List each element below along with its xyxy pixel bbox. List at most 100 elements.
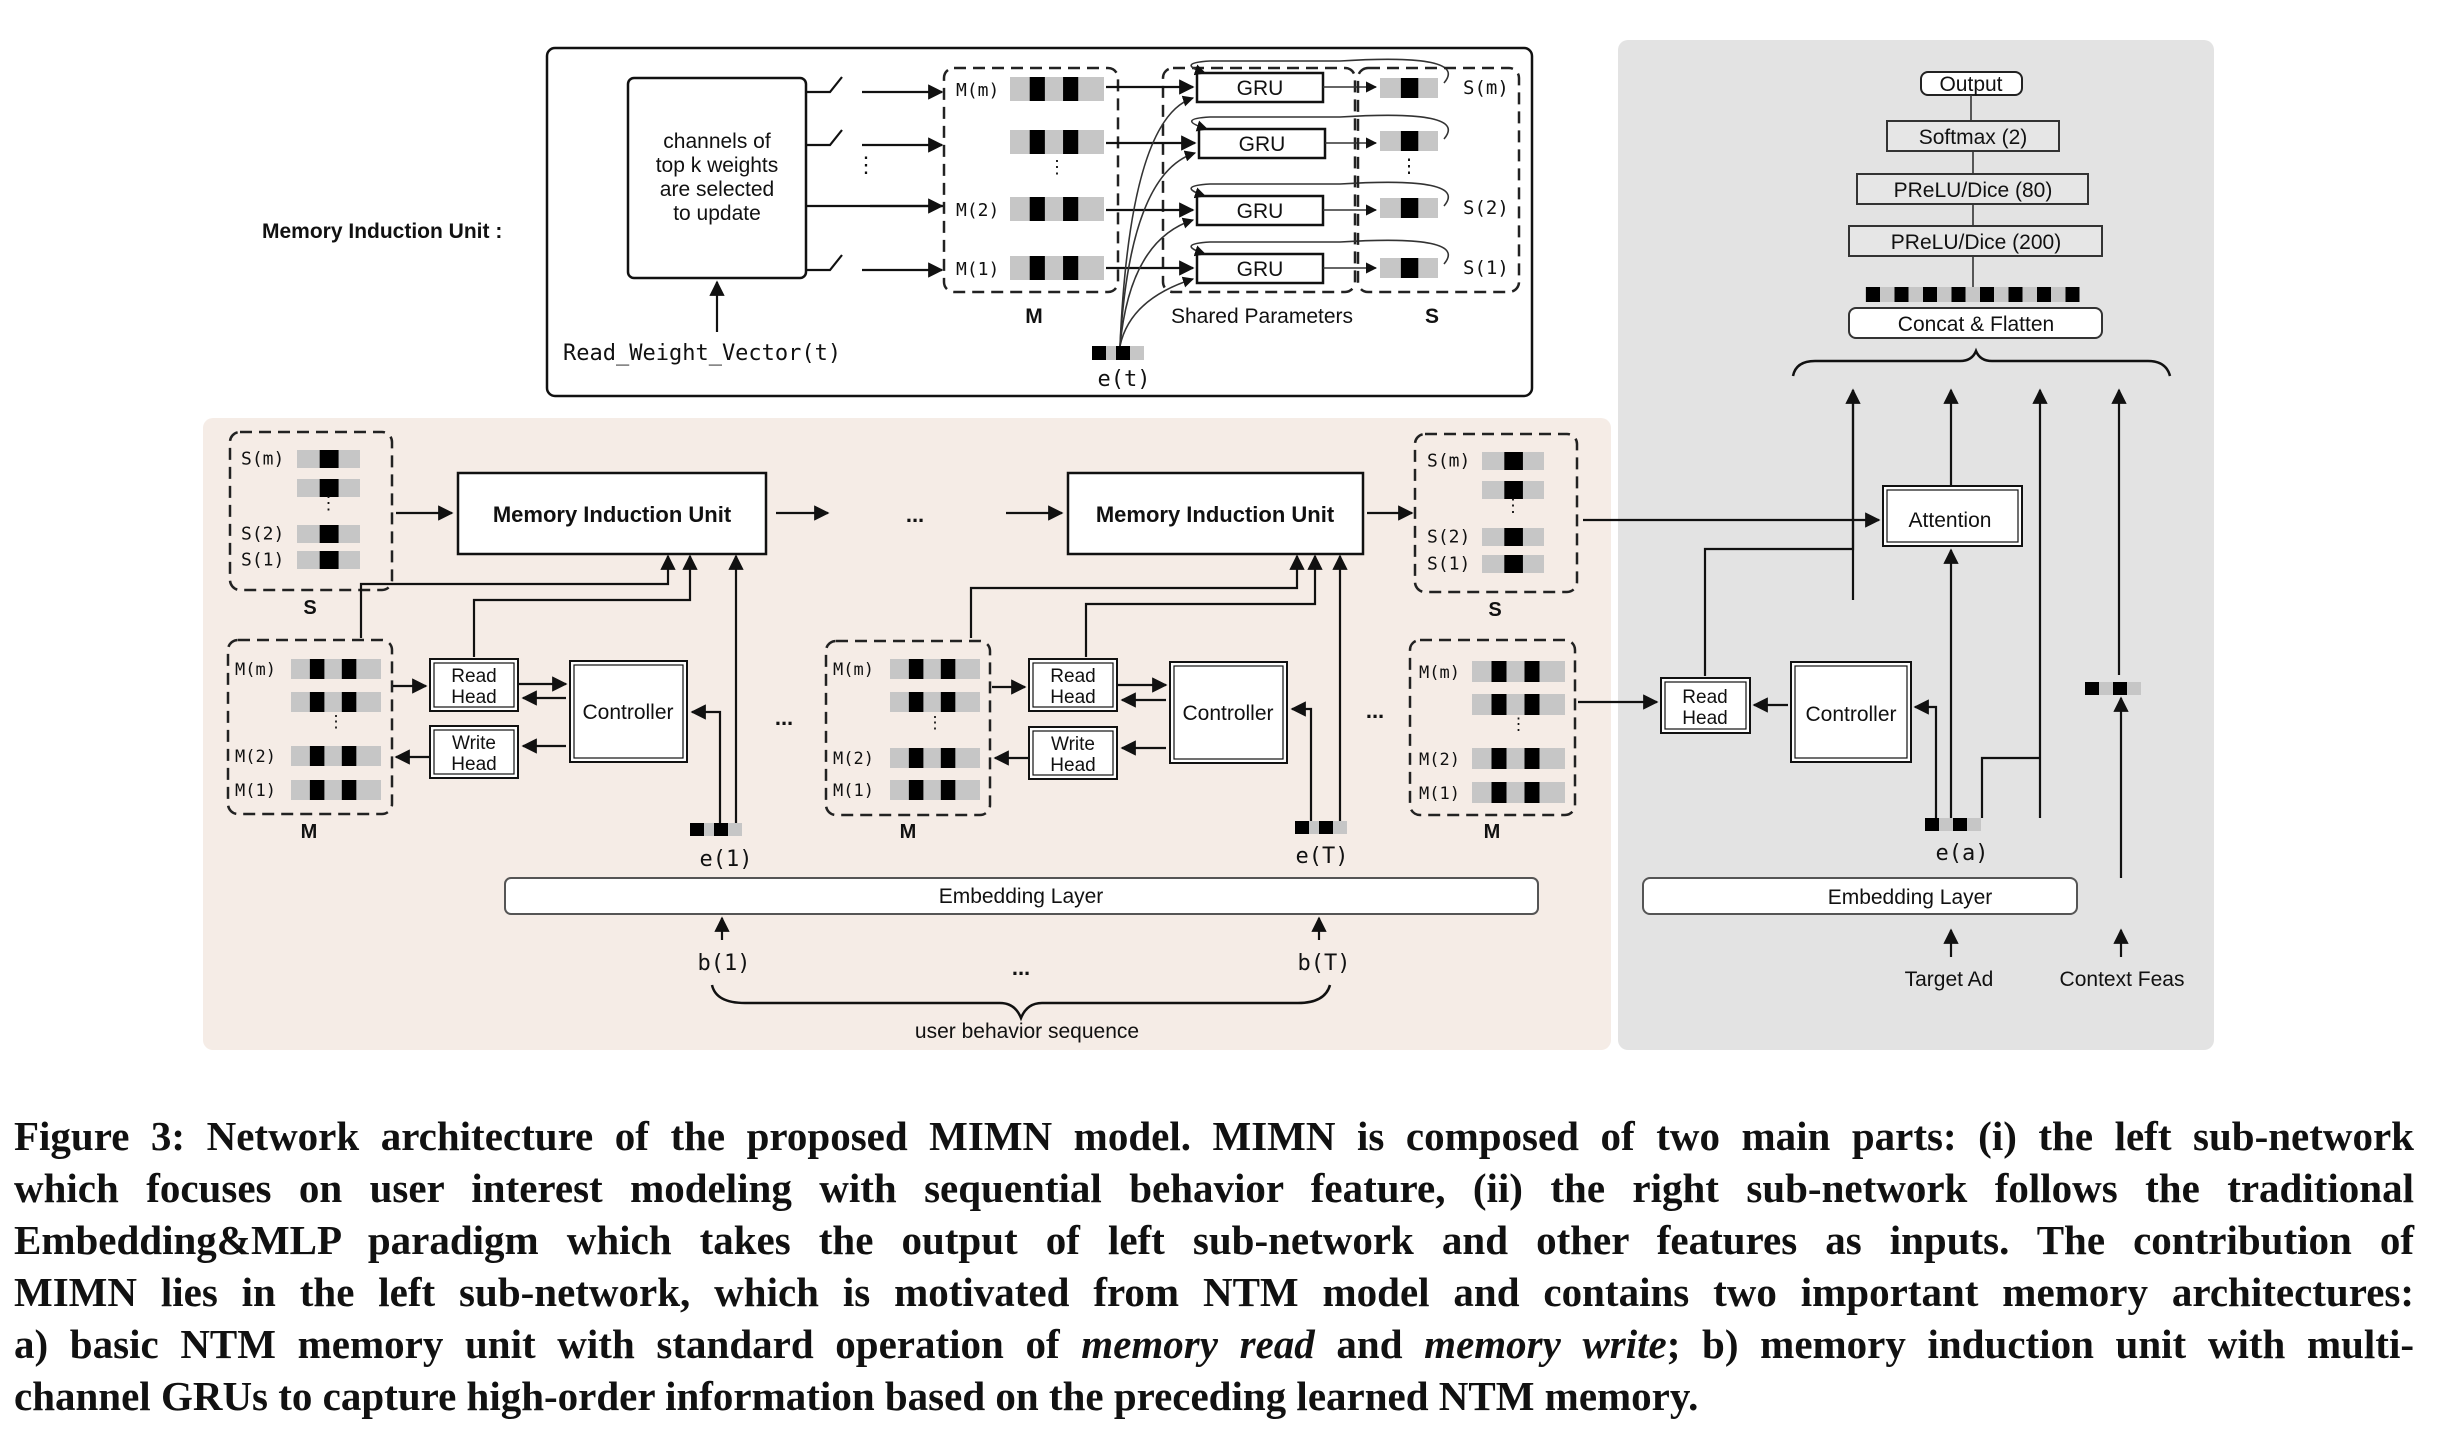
svg-text:Head: Head bbox=[451, 754, 496, 775]
vector-row: M(2) bbox=[833, 748, 980, 769]
row-label: M(2) bbox=[235, 747, 276, 767]
row-label: S(1) bbox=[1463, 257, 1509, 279]
row-label: M(2) bbox=[956, 200, 999, 221]
vector-row bbox=[1010, 130, 1104, 154]
flattened-vector bbox=[1865, 287, 2080, 302]
svg-text:Read: Read bbox=[1682, 687, 1727, 708]
svg-text:Output: Output bbox=[1939, 73, 2002, 96]
svg-text:GRU: GRU bbox=[1237, 77, 1284, 100]
vector-row: S(1) bbox=[241, 549, 360, 570]
svg-text:⋮: ⋮ bbox=[855, 152, 877, 177]
miu-detail-label: Memory Induction Unit : bbox=[262, 220, 502, 243]
selector-text-line: top k weights bbox=[656, 154, 779, 177]
vector-row: S(2) bbox=[241, 523, 360, 544]
miu-memory-group-label: M bbox=[1025, 305, 1043, 328]
vector-row bbox=[297, 479, 360, 497]
gru-cell: GRU bbox=[1106, 239, 1450, 285]
vdots: ⋮ bbox=[1510, 714, 1527, 733]
context-embedding bbox=[2085, 682, 2141, 695]
vector-row bbox=[1380, 131, 1438, 151]
vdots: ⋮ bbox=[320, 493, 338, 513]
svg-text:Controller: Controller bbox=[1182, 702, 1273, 725]
vector-row: S(m) bbox=[241, 448, 360, 469]
controller-box-right bbox=[1790, 661, 1912, 763]
miu-box-1 bbox=[456, 471, 768, 556]
vector-row: S(m) bbox=[1427, 450, 1544, 471]
row-label: S(m) bbox=[241, 448, 284, 469]
behavior-b1: b(1) bbox=[698, 951, 751, 976]
svg-text:Embedding Layer: Embedding Layer bbox=[1828, 886, 1993, 909]
svg-text:...: ... bbox=[775, 705, 793, 730]
ntm-unit-2: Read Head Write Head Controller bbox=[969, 554, 1348, 832]
svg-text:Head: Head bbox=[1050, 755, 1095, 776]
svg-text:GRU: GRU bbox=[1239, 133, 1286, 156]
attention-box bbox=[1882, 485, 2023, 547]
svg-text:Controller: Controller bbox=[1805, 703, 1896, 726]
input-arc bbox=[1119, 217, 1195, 347]
vector-cell bbox=[1980, 287, 1994, 302]
vector-cell bbox=[1923, 287, 1937, 302]
input-arc bbox=[1119, 150, 1197, 347]
gru-cell: GRU bbox=[1106, 58, 1450, 104]
sequence-brace bbox=[710, 984, 1332, 1022]
svg-text:Concat & Flatten: Concat & Flatten bbox=[1898, 313, 2054, 336]
svg-text:Controller: Controller bbox=[582, 701, 673, 724]
read-weight-vector-label: Read_Weight_Vector(t) bbox=[563, 341, 841, 366]
svg-text:Embedding Layer: Embedding Layer bbox=[939, 885, 1104, 908]
target-embedding-label: e(a) bbox=[1936, 841, 1989, 866]
behavior-bT: b(T) bbox=[1298, 951, 1351, 976]
miu-box-label: Memory Induction Unit bbox=[493, 502, 732, 527]
row-label: M(m) bbox=[833, 660, 874, 680]
read-head-box bbox=[1028, 658, 1118, 712]
prelu-200-layer bbox=[1848, 225, 2103, 257]
memory-group-label: M bbox=[900, 821, 917, 843]
write-head-box bbox=[429, 725, 519, 779]
svg-text:Read: Read bbox=[1050, 666, 1095, 687]
state-group-label: S bbox=[303, 597, 316, 619]
vector-row: M(m) bbox=[235, 659, 381, 680]
context-feas-label: Context Feas bbox=[2060, 968, 2185, 991]
miu-state-group-label: S bbox=[1425, 305, 1439, 328]
input-embedding-et bbox=[1092, 346, 1144, 360]
caption-line: Embedding&MLP paradigm which takes the o… bbox=[14, 1214, 2414, 1266]
row-label: M(2) bbox=[1419, 750, 1460, 770]
row-label: M(1) bbox=[235, 781, 276, 801]
left-subnetwork: S(m) S(2) S(1) ⋮ S Memory Induction Unit ..… bbox=[226, 430, 1579, 1043]
concat-brace bbox=[1791, 347, 2172, 377]
vector-row: M(m) bbox=[1419, 661, 1565, 683]
embedding-e1-label: e(1) bbox=[700, 847, 753, 872]
vdots: ⋮ bbox=[1048, 157, 1066, 177]
vector-row: M(1) bbox=[235, 780, 381, 801]
caption-text: channel GRUs to capture high-order infor… bbox=[14, 1373, 1699, 1419]
vdots: ⋮ bbox=[328, 712, 345, 731]
ntm-unit-1: Read Head Write Head Controller bbox=[359, 554, 744, 832]
embedding-layer-left bbox=[504, 877, 1539, 915]
gru-cell: GRU bbox=[1106, 181, 1450, 227]
miu-detail: Memory Induction Unit : channels of top … bbox=[262, 46, 1534, 398]
vector-row bbox=[291, 692, 381, 712]
row-label: M(m) bbox=[235, 660, 276, 680]
row-label: S(m) bbox=[1463, 77, 1509, 99]
vector-row: S(1) bbox=[1380, 257, 1509, 279]
vector-row: M(1) bbox=[956, 256, 1104, 280]
embedding-e1 bbox=[690, 823, 742, 836]
memory-group-label: M bbox=[301, 821, 318, 843]
controller-box bbox=[569, 660, 688, 763]
embedding-eT bbox=[1295, 821, 1347, 834]
ellipsis: ... bbox=[906, 502, 924, 527]
vector-cell bbox=[1894, 287, 1909, 302]
vector-row bbox=[1472, 694, 1565, 715]
vector-row: S(1) bbox=[1427, 553, 1544, 574]
caption-line: a) basic NTM memory unit with standard o… bbox=[14, 1318, 2414, 1370]
shared-gru-group bbox=[1161, 66, 1357, 294]
svg-text:PReLU/Dice (200): PReLU/Dice (200) bbox=[1891, 231, 2061, 254]
sequence-label: user behavior sequence bbox=[915, 1020, 1139, 1043]
vector-cell bbox=[1951, 287, 1966, 302]
caption-line: channel GRUs to capture high-order infor… bbox=[14, 1370, 2414, 1422]
svg-text:Write: Write bbox=[452, 733, 496, 754]
caption-emphasis: memory read bbox=[1081, 1321, 1315, 1367]
svg-text:Read: Read bbox=[451, 666, 496, 687]
input-arc bbox=[1119, 95, 1195, 347]
row-label: M(m) bbox=[956, 80, 999, 101]
vector-cell bbox=[2065, 287, 2080, 302]
